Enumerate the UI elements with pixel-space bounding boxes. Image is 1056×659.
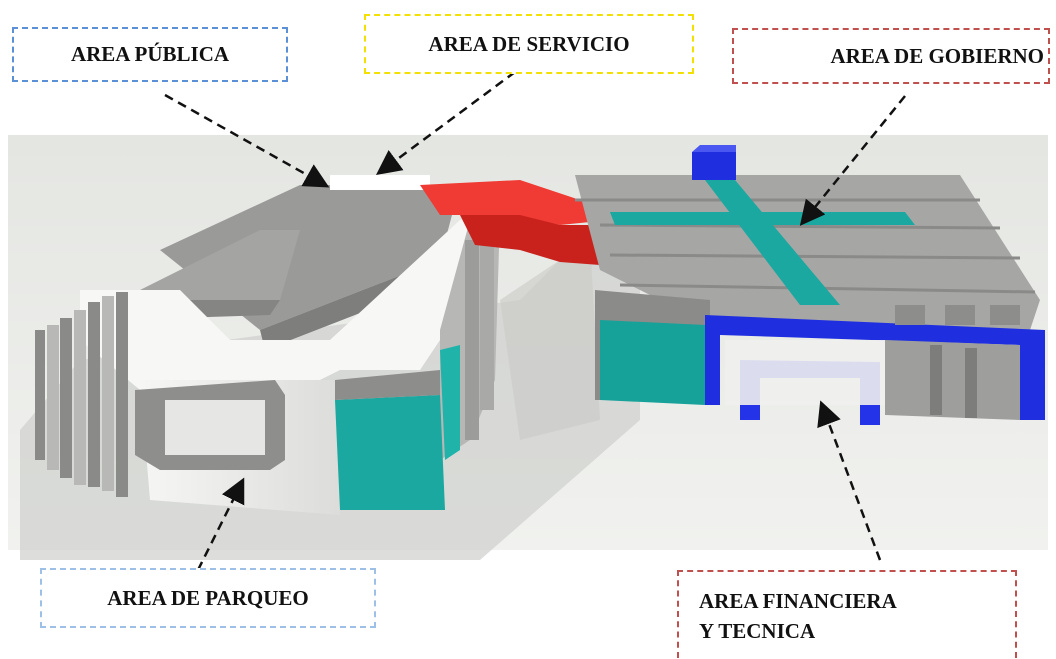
right-roof-tab-3 (990, 305, 1020, 325)
shadow-right (500, 240, 600, 440)
left-white-top (330, 175, 430, 190)
arrow-parqueo (196, 477, 245, 571)
left-teal-block (335, 395, 445, 510)
label-area-financiera-line1: AREA FINANCIERA (699, 589, 897, 613)
right-teal-wall (600, 320, 705, 405)
left-roof-mid (120, 230, 300, 300)
red-bridge-top (420, 180, 620, 225)
arrow-servicio (375, 70, 516, 175)
left-teal-strip (440, 345, 460, 460)
label-area-parqueo-text: AREA DE PARQUEO (107, 585, 309, 610)
label-area-publica-text: AREA PÚBLICA (70, 42, 230, 67)
label-area-servicio-text: AREA DE SERVICIO (428, 31, 630, 56)
right-col-1 (930, 345, 942, 415)
left-teal-top (335, 370, 440, 400)
right-col-2 (965, 348, 977, 418)
label-area-financiera-line2: Y TECNICA (699, 619, 816, 644)
arrow-publica (164, 93, 330, 188)
right-roof-tab-1 (895, 305, 925, 325)
teal-cross-vertical (705, 180, 840, 305)
right-white-panel (725, 340, 885, 405)
blue-frame (705, 315, 1045, 420)
arrow-financiera (817, 400, 882, 561)
left-window-glass (165, 400, 265, 455)
arrow-gobierno (799, 95, 906, 226)
arrows (164, 70, 906, 571)
left-vertical-fins (35, 292, 128, 497)
right-roof-panels (575, 198, 1036, 294)
left-side-fin-1 (465, 240, 479, 440)
blue-cube-top (692, 145, 736, 152)
label-area-parqueo: AREA DE PARQUEO (40, 568, 376, 628)
teal-cross-horizontal (610, 212, 915, 225)
label-area-servicio: AREA DE SERVICIO (364, 14, 694, 74)
label-area-gobierno-text: AREA DE GOBIERNO (830, 43, 1044, 68)
label-area-publica: AREA PÚBLICA (12, 27, 288, 82)
left-side-fin-2 (480, 230, 494, 410)
right-roof-tab-2 (945, 305, 975, 325)
left-white-mass (80, 210, 500, 390)
label-area-financiera: AREA FINANCIERA Y TECNICA (677, 570, 1017, 658)
red-bridge-side (460, 215, 600, 265)
right-grey-columns (885, 340, 1020, 420)
blue-cube-front (692, 152, 736, 180)
label-area-gobierno: AREA DE GOBIERNO (732, 28, 1050, 84)
